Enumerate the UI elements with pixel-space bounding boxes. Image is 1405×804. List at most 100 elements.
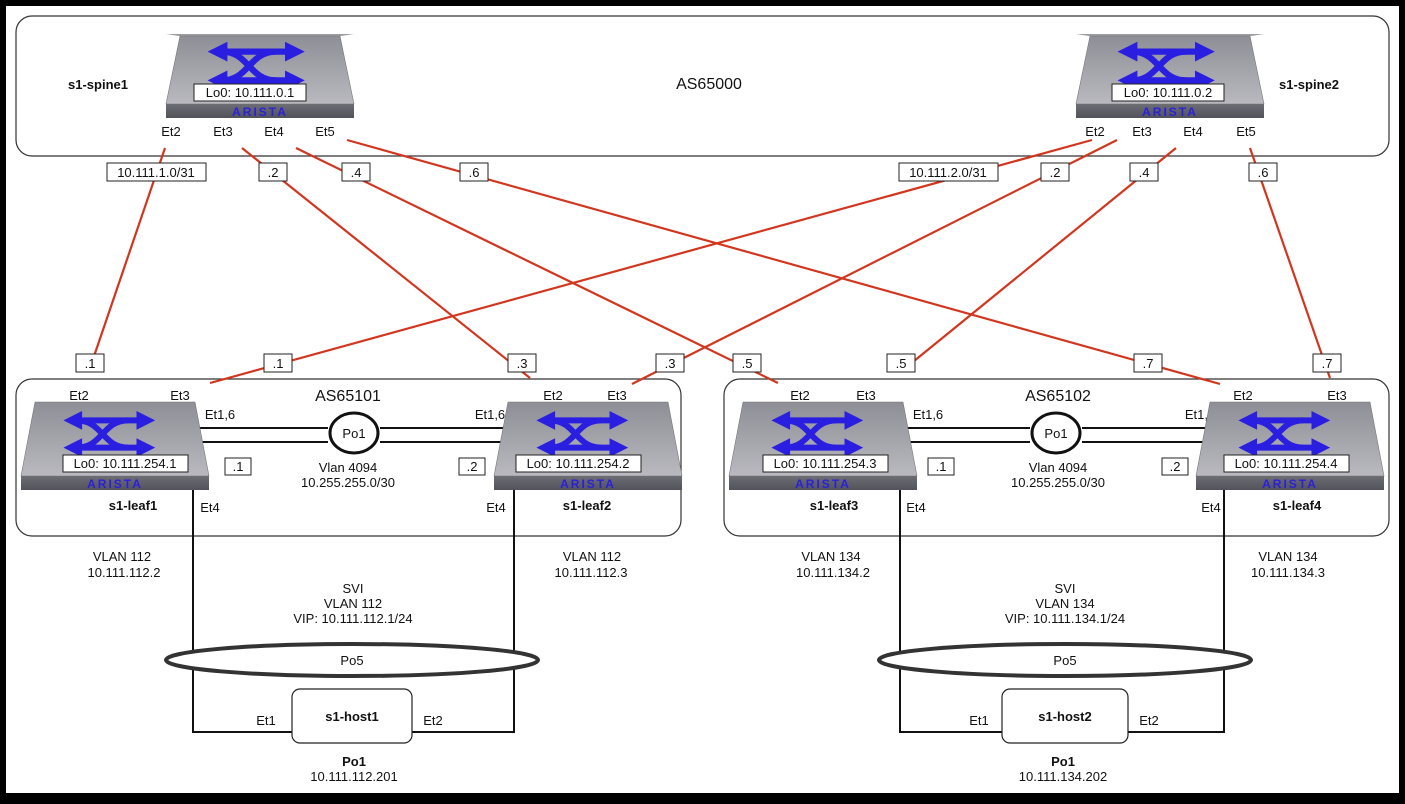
host2-port-left: Et1: [969, 713, 989, 728]
leaf2-name: s1-leaf2: [563, 498, 611, 513]
pod-2-wiring: [895, 427, 1225, 733]
leaf3-brand-logo: ARISTA: [795, 477, 851, 491]
host-2[interactable]: [1001, 688, 1129, 744]
leaf2-mlag-port: Et1,6: [475, 407, 505, 422]
host2-ip: 10.111.134.202: [1019, 769, 1107, 784]
leaf-ip-label: .5: [896, 356, 907, 371]
spine2-brand-logo: ARISTA: [1142, 105, 1198, 119]
link-spine2-leaf4: [1248, 147, 1332, 379]
host1-lag: Po1: [342, 754, 366, 769]
leaf4-loopback: Lo0: 10.111.254.4: [1235, 456, 1338, 471]
leaf2-vlan: VLAN 112: [563, 549, 621, 564]
leaf-ip-label: .1: [85, 356, 96, 371]
link-spine1-leaf3: [295, 147, 779, 384]
pod-2-host-lag-label: Po5: [1053, 653, 1076, 668]
leaf-ip-label: .5: [742, 356, 753, 371]
leaf4-port: Et3: [1327, 388, 1347, 403]
spine1-ip-label: .4: [351, 165, 362, 180]
leaf-ip-label: .7: [1322, 356, 1333, 371]
spine-asn-label: AS65000: [676, 76, 742, 93]
link-spine2-leaf2: [631, 139, 1118, 385]
spine1-port: Et2: [161, 124, 181, 139]
leaf3-loopback: Lo0: 10.111.254.3: [774, 456, 877, 471]
pod-1-svi-vlan: VLAN 112: [324, 596, 382, 611]
leaf1-vlan: VLAN 112: [93, 549, 151, 564]
spine-switch-2[interactable]: Lo0: 10.111.0.2 ARISTA: [1075, 34, 1265, 119]
pod-2-asn-label: AS65102: [1025, 388, 1091, 405]
leaf1-host-port: Et4: [200, 500, 220, 515]
leaf2-host-port: Et4: [486, 500, 506, 515]
leaf3-port: Et3: [856, 388, 876, 403]
pod-2-peer-vlan: Vlan 4094: [1029, 460, 1088, 475]
spine1-port: Et3: [213, 124, 233, 139]
host1-ip: 10.111.112.201: [310, 769, 397, 784]
spine2-port: Et3: [1132, 124, 1152, 139]
host1-name: s1-host1: [325, 709, 378, 724]
leaf4-mlag-ip: .2: [1170, 459, 1181, 474]
spine1-brand-logo: ARISTA: [232, 105, 288, 119]
leaf-switch-2[interactable]: Lo0: 10.111.254.2 ARISTA: [493, 401, 683, 491]
spine2-ip-label: .2: [1050, 165, 1061, 180]
spine2-loopback: Lo0: 10.111.0.2: [1124, 85, 1212, 100]
spine1-subnet-label: 10.111.1.0/31: [117, 165, 195, 180]
spine2-port: Et2: [1085, 124, 1105, 139]
leaf2-port: Et2: [543, 388, 563, 403]
host-1[interactable]: [291, 688, 413, 744]
spine1-name: s1-spine1: [68, 77, 128, 92]
leaf-switch-3[interactable]: Lo0: 10.111.254.3 ARISTA: [728, 401, 918, 491]
leaf4-vlan: VLAN 134: [1258, 549, 1317, 564]
leaf4-name: s1-leaf4: [1273, 498, 1322, 513]
spine1-port: Et4: [264, 124, 284, 139]
spine-switch-1[interactable]: Lo0: 10.111.0.1 ARISTA: [165, 34, 355, 119]
pod-2-peer-link[interactable]: [1030, 411, 1082, 455]
leaf-ip-label: .3: [665, 356, 676, 371]
pod-2-peer-subnet: 10.255.255.0/30: [1011, 475, 1105, 490]
link-spine1-leaf2: [241, 147, 531, 379]
host1-port-right: Et2: [423, 713, 443, 728]
leaf1-mlag-port: Et1,6: [205, 407, 235, 422]
pod-2-svi-vlan: VLAN 134: [1035, 596, 1094, 611]
leaf3-vlan: VLAN 134: [801, 549, 860, 564]
link-spine2-leaf3: [902, 147, 1177, 371]
pod-2-host-lag[interactable]: [877, 642, 1253, 678]
host2-port-right: Et2: [1139, 713, 1159, 728]
spine1-ip-label: .6: [469, 165, 480, 180]
leaf3-mlag-port: Et1,6: [913, 407, 943, 422]
link-spine1-leaf1: [88, 147, 167, 369]
leaf-switch-4[interactable]: Lo0: 10.111.254.4 ARISTA: [1195, 401, 1385, 491]
leaf-ip-label: .1: [273, 356, 284, 371]
pod-1-peer-link-label: Po1: [342, 426, 365, 441]
spine2-port: Et5: [1236, 124, 1256, 139]
spine2-port: Et4: [1183, 124, 1203, 139]
spine-as-area: [15, 15, 1390, 157]
leaf4-brand-logo: ARISTA: [1262, 477, 1318, 491]
spine1-link-labels: 10.111.1.0/31 .2 .4 .6: [106, 162, 489, 182]
pod-1-peer-link[interactable]: [328, 411, 380, 455]
link-spine1-leaf4: [346, 138, 1221, 386]
spine2-ip-label: .4: [1139, 165, 1150, 180]
leaf2-vlan-ip: 10.111.112.3: [554, 565, 627, 580]
pod-1-host-lag-label: Po5: [340, 653, 363, 668]
pod-1-asn-label: AS65101: [315, 388, 381, 405]
leaf1-mlag-ip: .1: [233, 459, 244, 474]
leaf3-mlag-ip: .1: [936, 459, 947, 474]
leaf4-vlan-ip: 10.111.134.3: [1251, 565, 1325, 580]
pod-1-peer-vlan: Vlan 4094: [319, 460, 378, 475]
leaf-switch-1[interactable]: Lo0: 10.111.254.1 ARISTA: [20, 401, 210, 491]
pod-1-svi-vip: VIP: 10.111.112.1/24: [293, 611, 412, 626]
leaf1-vlan-ip: 10.111.112.2: [87, 565, 160, 580]
spine2-subnet-label: 10.111.2.0/31: [909, 165, 987, 180]
host2-name: s1-host2: [1038, 709, 1091, 724]
host2-lag: Po1: [1051, 754, 1075, 769]
leaf-link-labels: .1 .1 .3 .3 .5 .5 .7 .7: [75, 353, 1342, 373]
pod-1-host-lag[interactable]: [164, 642, 540, 678]
pod-2-svi-label: SVI: [1055, 581, 1076, 596]
leaf3-port: Et2: [790, 388, 810, 403]
leaf1-port: Et3: [170, 388, 190, 403]
spine1-loopback: Lo0: 10.111.0.1: [206, 85, 294, 100]
spine2-name: s1-spine2: [1279, 77, 1339, 92]
spine2-ip-label: .6: [1258, 165, 1269, 180]
spine1-ip-label: .2: [268, 165, 279, 180]
leaf4-host-port: Et4: [1201, 500, 1221, 515]
